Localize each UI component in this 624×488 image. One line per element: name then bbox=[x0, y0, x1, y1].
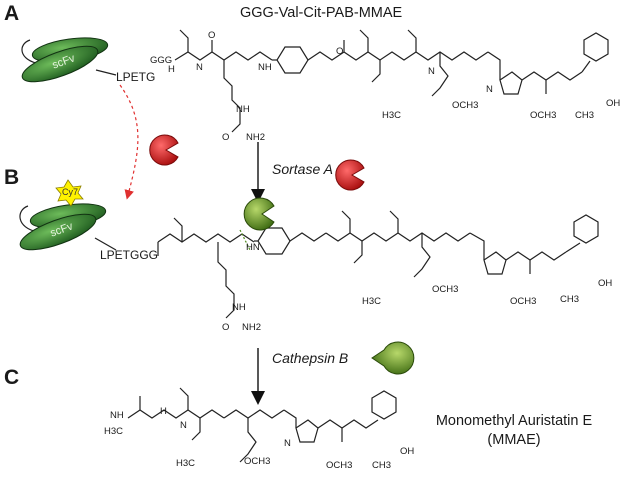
nh-label-c: NH bbox=[110, 410, 124, 421]
och3-label-a1: OCH3 bbox=[452, 100, 479, 111]
h3c-label-c2: H3C bbox=[176, 458, 196, 469]
urea-nh2-label: NH2 bbox=[246, 132, 266, 143]
carbonyl-o-label: O bbox=[208, 30, 216, 41]
panel-label-b: B bbox=[4, 166, 20, 189]
scfv-antibody-b bbox=[19, 179, 117, 251]
cy7-label: Cy7 bbox=[62, 187, 79, 197]
product-name: Monomethyl Auristatin E (MMAE) bbox=[414, 412, 614, 450]
tag-linker-a bbox=[95, 69, 117, 76]
och3-label-a2: OCH3 bbox=[530, 110, 557, 121]
panel-label-c: C bbox=[4, 366, 20, 389]
urea-nh-label-b: NH bbox=[232, 302, 246, 313]
oh-label-a: OH bbox=[606, 98, 621, 109]
ch3-label-c: CH3 bbox=[372, 460, 392, 471]
tag-linker-b bbox=[94, 237, 117, 251]
cy7-dye-icon bbox=[55, 179, 84, 207]
urea-nh2-label-b: NH2 bbox=[242, 322, 262, 333]
cleavable-conjugate-structure bbox=[157, 210, 599, 319]
ch3-label-b: CH3 bbox=[560, 294, 580, 305]
h3c-label-c1: H3C bbox=[104, 426, 124, 437]
och3-label-c2: OCH3 bbox=[326, 460, 353, 471]
amide-nh-label: NH bbox=[258, 62, 272, 73]
h3c-label-b: H3C bbox=[362, 296, 382, 307]
scfv-domain-front-b bbox=[19, 213, 97, 251]
urea-o-label: O bbox=[222, 132, 230, 143]
och3-label-c1: OCH3 bbox=[244, 456, 271, 467]
amide-h-label: H bbox=[168, 64, 175, 75]
urea-o-label-b: O bbox=[222, 322, 230, 333]
amide-h-label-c: H bbox=[160, 406, 167, 417]
tag-label-b: LPETGGG bbox=[100, 248, 159, 262]
sortase-label: Sortase A bbox=[272, 161, 333, 177]
n-methyl-label-c: N bbox=[180, 420, 187, 431]
mmae-structure bbox=[127, 387, 397, 463]
amide-n-label: N bbox=[196, 62, 203, 73]
pyrrolidine-n-label-a: N bbox=[486, 84, 493, 95]
cathepsin-label: Cathepsin B bbox=[272, 350, 349, 366]
conjugate-title: GGG-Val-Cit-PAB-MMAE bbox=[240, 5, 403, 21]
och3-label-b2: OCH3 bbox=[510, 296, 537, 307]
ch3-label-a: CH3 bbox=[575, 110, 595, 121]
tag-label-a: LPETG bbox=[116, 70, 156, 84]
labeling-arrow bbox=[119, 84, 139, 200]
cathepsin-icon-bound bbox=[243, 197, 275, 231]
panel-label-a: A bbox=[4, 2, 20, 25]
cathepsin-icon bbox=[371, 341, 415, 375]
scfv-domain-front bbox=[21, 45, 99, 83]
sortase-icon bbox=[335, 159, 365, 191]
h3c-label-a: H3C bbox=[382, 110, 402, 121]
ggg-label: GGG bbox=[150, 55, 173, 66]
carbamate-o-label: O bbox=[336, 46, 344, 57]
oh-label-c: OH bbox=[400, 446, 415, 457]
urea-nh-label: NH bbox=[236, 104, 250, 115]
och3-label-b1: OCH3 bbox=[432, 284, 459, 295]
product-full-name: Monomethyl Auristatin E bbox=[435, 413, 593, 429]
product-abbrev: (MMAE) bbox=[487, 432, 541, 448]
pyrrolidine-n-label-c: N bbox=[284, 438, 291, 449]
sortase-icon-left bbox=[149, 134, 179, 166]
oh-label-b: OH bbox=[598, 278, 613, 289]
scfv-antibody-a bbox=[21, 37, 117, 83]
n-methyl-label: N bbox=[428, 66, 435, 77]
pab-hn-label: HN bbox=[246, 242, 260, 253]
ggg-val-cit-pab-mmae-structure bbox=[174, 29, 609, 133]
